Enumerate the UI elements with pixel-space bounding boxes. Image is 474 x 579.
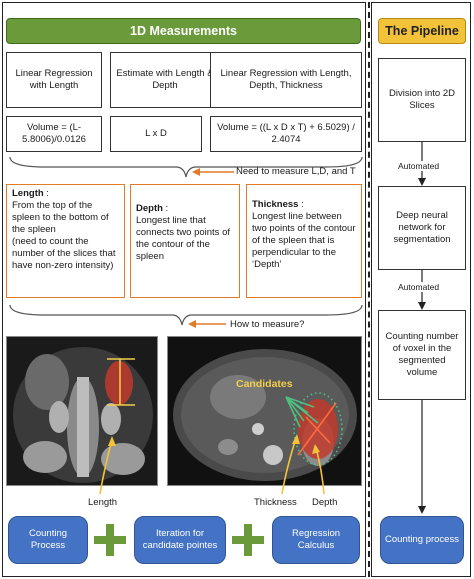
thickness-definition: Thickness : Longest line between two poi… — [246, 184, 362, 298]
method-box-1: Linear Regression with Length — [6, 52, 102, 108]
coronal-ct-image — [6, 336, 158, 486]
step-regression: Regression Calculus — [272, 516, 360, 564]
length-extra: (need to count the number of the slices … — [12, 236, 116, 271]
step-iteration: Iteration for candidate pointes — [134, 516, 226, 564]
left-panel-frame — [2, 2, 366, 577]
need-measure-note: Need to measure L,D, and T — [236, 166, 356, 177]
plus-icon-2 — [232, 524, 264, 556]
depth-label: Depth — [312, 497, 338, 508]
pipeline-edge-label-1: Automated — [398, 161, 440, 171]
formula-box-3: Volume = ((L x D x T) + 6.5029) / 2.4074 — [210, 116, 362, 152]
pipeline-final-counting: Counting process — [380, 516, 464, 564]
length-definition: Length : From the top of the spleen to t… — [6, 184, 125, 298]
length-text: From the top of the spleen to the bottom… — [12, 200, 109, 235]
pipeline-arrow-3 — [418, 400, 426, 514]
depth-text: Longest line that connects two points of… — [136, 215, 230, 262]
thickness-label: Thickness — [254, 497, 297, 508]
pipeline-step-2: Deep neural network for segmentation — [378, 186, 466, 270]
method-box-2: Estimate with Length & Depth — [110, 52, 220, 108]
left-panel-title: 1D Measurements — [6, 18, 361, 44]
candidates-label: Candidates — [236, 378, 293, 390]
brace-1 — [9, 156, 363, 178]
formula-box-2: L x D — [110, 116, 202, 152]
length-term: Length — [12, 188, 44, 199]
length-label: Length — [88, 497, 118, 508]
plus-icon-1 — [94, 524, 126, 556]
depth-term: Depth — [136, 203, 163, 214]
right-panel-title: The Pipeline — [378, 18, 466, 44]
right-panel-frame — [371, 2, 471, 577]
depth-definition: Depth : Longest line that connects two p… — [130, 184, 240, 298]
method-box-3: Linear Regression with Length, Depth, Th… — [210, 52, 362, 108]
pipeline-step-3: Counting number of voxel in the segmente… — [378, 310, 466, 400]
thickness-term: Thickness — [252, 199, 299, 210]
how-measure-note: How to measure? — [230, 319, 305, 330]
step-counting-process: Counting Process — [8, 516, 88, 564]
formula-box-1: Volume = (L-5.8006)/0.0126 — [6, 116, 102, 152]
thickness-text: Longest line between two points of the c… — [252, 211, 356, 270]
pipeline-step-1: Division into 2D Slices — [378, 58, 466, 142]
axial-ct-image — [167, 336, 362, 486]
brace-2 — [9, 304, 363, 328]
panel-divider — [368, 2, 370, 577]
pipeline-edge-label-2: Automated — [398, 282, 440, 292]
spleen-segmentation — [105, 361, 133, 405]
